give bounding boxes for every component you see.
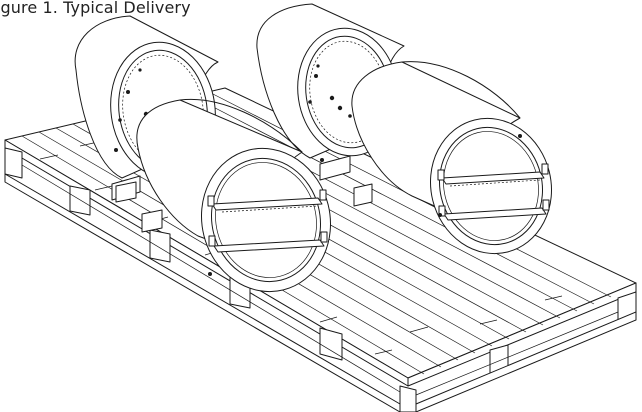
duct-unit-front-right <box>351 61 552 255</box>
figure-caption: igure 1. Typical Delivery <box>0 0 191 17</box>
duct-unit-front-left <box>115 98 331 293</box>
